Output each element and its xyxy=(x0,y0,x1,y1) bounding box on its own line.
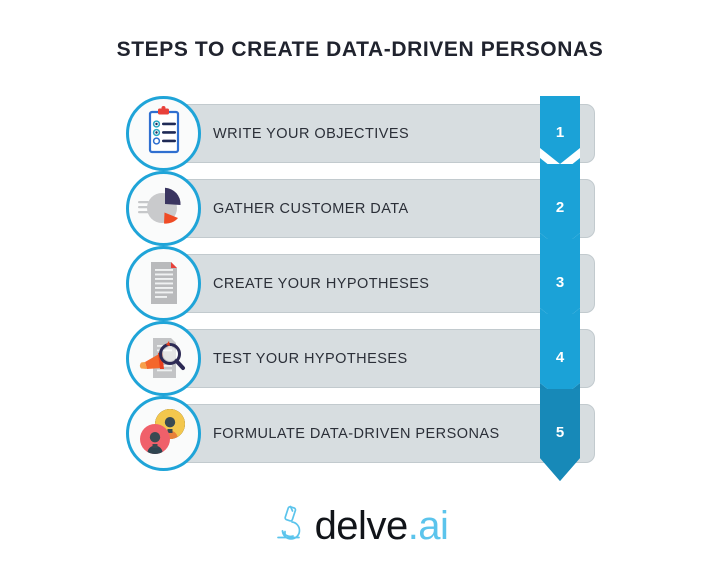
logo-name: delve xyxy=(314,504,409,548)
pie-chart-icon xyxy=(129,174,198,243)
document-icon xyxy=(129,249,198,318)
step-label-1: WRITE YOUR OBJECTIVES xyxy=(213,126,410,142)
step-number-4: 4 xyxy=(555,349,565,366)
step-label-5: FORMULATE DATA-DRIVEN PERSONAS xyxy=(213,426,500,442)
logo-wordmark: delve.ai xyxy=(315,506,449,546)
megaphone-magnifier-icon xyxy=(129,324,198,393)
logo-tld: .ai xyxy=(407,504,449,548)
page-title: STEPS TO CREATE DATA-DRIVEN PERSONAS xyxy=(116,38,604,61)
step-number-2: 2 xyxy=(555,199,565,216)
brand-logo[interactable]: delve.ai xyxy=(0,496,720,556)
step-pill-4[interactable]: TEST YOUR HYPOTHESES xyxy=(163,329,595,388)
step-pill-1[interactable]: WRITE YOUR OBJECTIVES xyxy=(163,104,595,163)
step-number-3: 3 xyxy=(555,274,565,291)
step-pill-5[interactable]: FORMULATE DATA-DRIVEN PERSONAS xyxy=(163,404,595,463)
step-icon-badge-3 xyxy=(126,246,201,321)
steps-list: WRITE YOUR OBJECTIVES xyxy=(0,96,720,486)
step-row-1[interactable]: WRITE YOUR OBJECTIVES xyxy=(0,96,720,171)
step-row-4[interactable]: TEST YOUR HYPOTHESES xyxy=(0,321,720,396)
step-label-3: CREATE YOUR HYPOTHESES xyxy=(213,276,430,292)
step-icon-badge-4 xyxy=(126,321,201,396)
step-pill-2[interactable]: GATHER CUSTOMER DATA xyxy=(163,179,595,238)
step-row-5[interactable]: FORMULATE DATA-DRIVEN PERSONAS xyxy=(0,396,720,471)
personas-avatars-icon xyxy=(129,399,198,468)
step-row-2[interactable]: GATHER CUSTOMER DATA xyxy=(0,171,720,246)
step-icon-badge-2 xyxy=(126,171,201,246)
downward-step-arrow xyxy=(540,96,580,486)
step-icon-badge-1 xyxy=(126,96,201,171)
step-icon-badge-5 xyxy=(126,396,201,471)
step-number-1: 1 xyxy=(555,124,565,141)
step-label-2: GATHER CUSTOMER DATA xyxy=(213,201,409,217)
microscope-icon xyxy=(272,504,306,549)
step-row-3[interactable]: CREATE YOUR HYPOTHESES xyxy=(0,246,720,321)
step-pill-3[interactable]: CREATE YOUR HYPOTHESES xyxy=(163,254,595,313)
clipboard-checklist-icon xyxy=(129,99,198,168)
step-label-4: TEST YOUR HYPOTHESES xyxy=(213,351,408,367)
step-number-5: 5 xyxy=(555,424,565,441)
